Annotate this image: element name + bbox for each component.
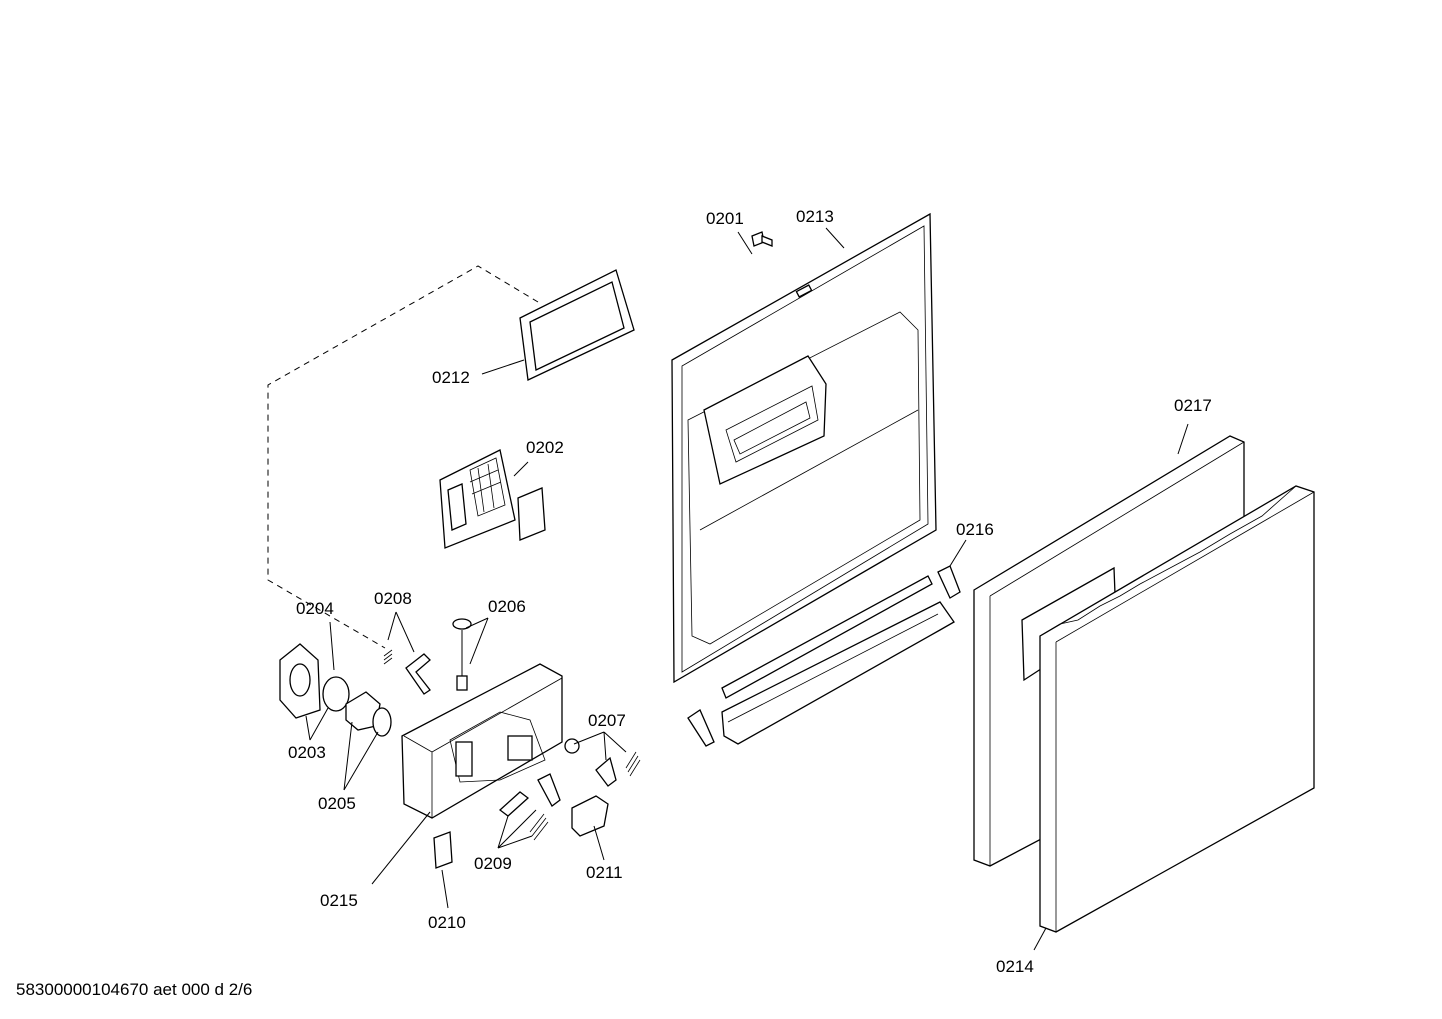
part-0204-cap [279,643,321,719]
part-0202-dispenser [439,449,546,549]
part-0208-spring [383,649,431,695]
label-0210: 0210 [428,913,466,932]
part-0216-strip [687,565,961,747]
part-0209-levers [498,773,561,841]
label-0215: 0215 [320,891,358,910]
label-0202: 0202 [526,438,564,457]
part-0207-latch [564,738,641,787]
label-0205: 0205 [318,794,356,813]
part-0205-lid [345,691,392,737]
label-0211: 0211 [586,863,623,882]
label-0209: 0209 [474,854,512,873]
label-0214: 0214 [996,957,1034,976]
part-0210-clip [433,831,453,869]
label-0216: 0216 [956,520,994,539]
leader-lines [305,227,1189,951]
label-0203: 0203 [288,743,326,762]
label-0206: 0206 [488,597,526,616]
part-0213-inner-door [671,212,937,684]
part-0211-switch [571,795,609,837]
label-0208: 0208 [374,589,412,608]
label-0204: 0204 [296,599,334,618]
part-0203-ring [322,676,350,712]
document-reference: 58300000104670 aet 000 d 2/6 [16,980,253,999]
label-0213: 0213 [796,207,834,226]
label-0207: 0207 [588,711,626,730]
part-0215-housing [401,663,563,819]
assembly-outline [267,265,539,649]
part-0212-gasket [519,269,635,381]
part-0206-float [452,618,472,691]
label-0217: 0217 [1174,396,1212,415]
label-0201: 0201 [706,209,744,228]
part-0201-screw [751,231,773,247]
part-0214-decor-panel [1039,485,1315,933]
label-0212: 0212 [432,368,470,387]
